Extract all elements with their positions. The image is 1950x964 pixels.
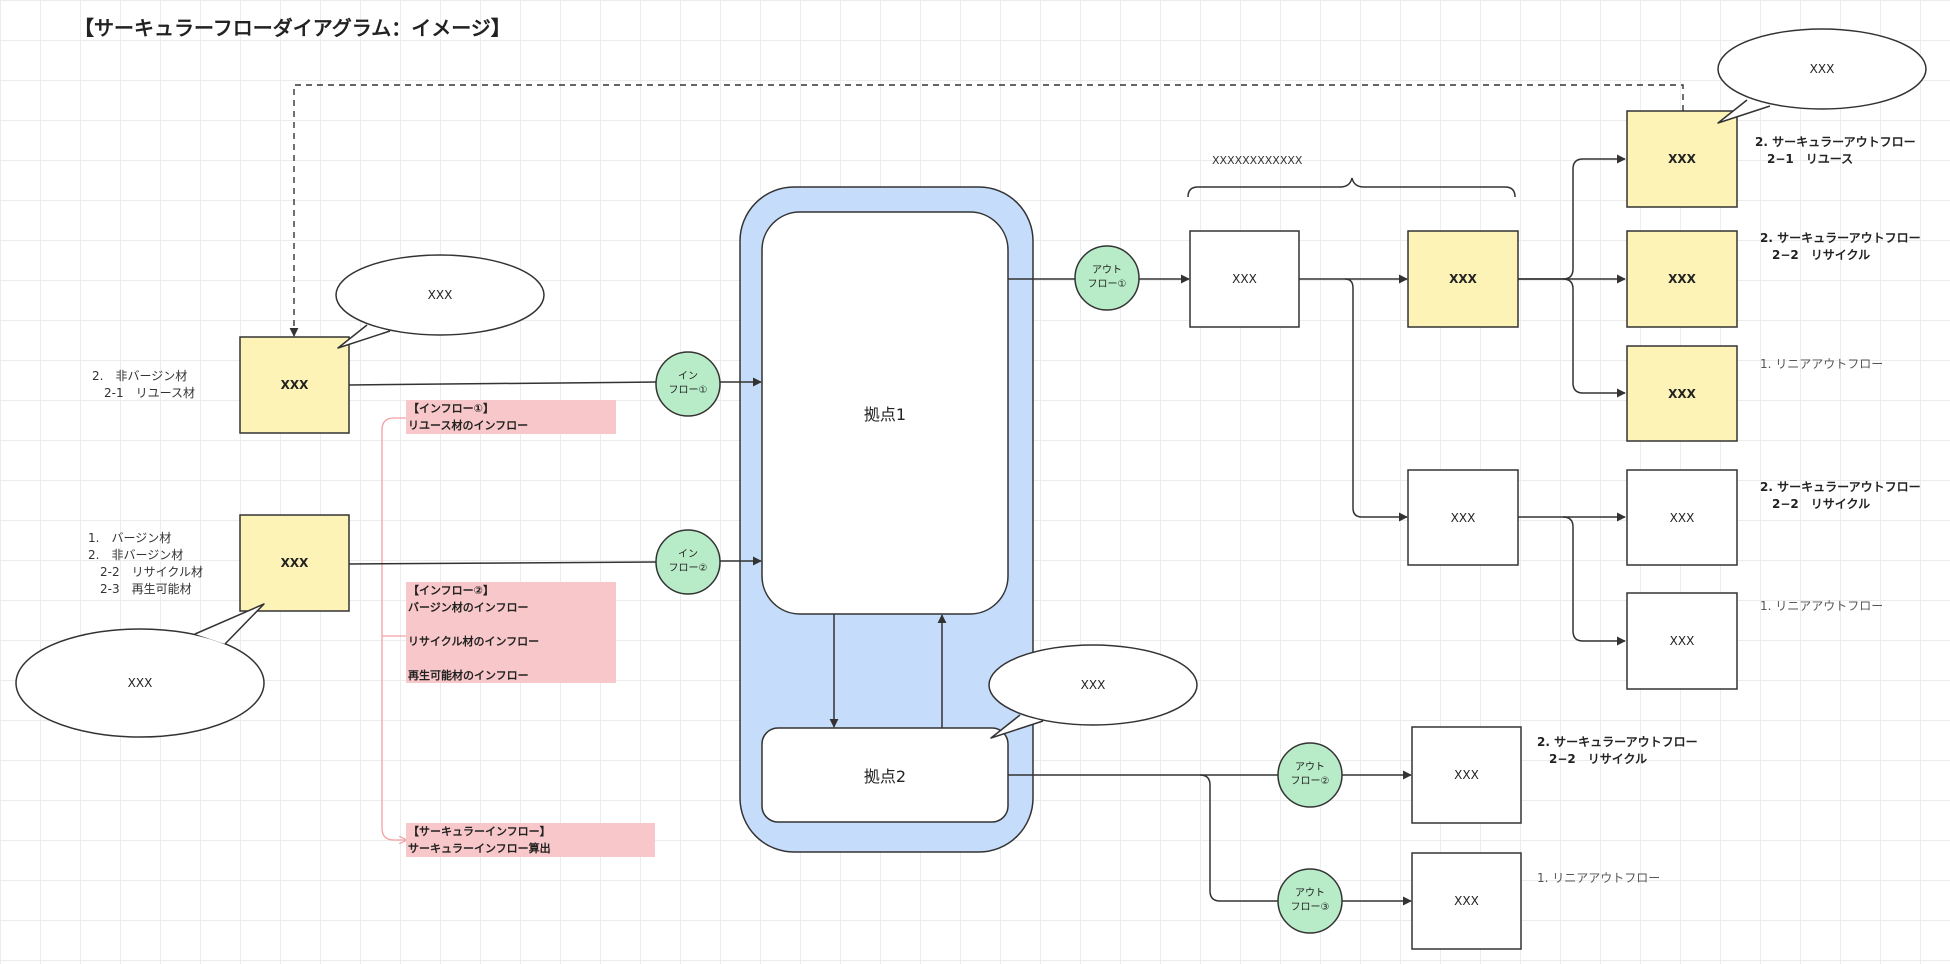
box-right-w2[interactable] (1626, 592, 1738, 690)
label-brace: XXXXXXXXXXXX (1212, 154, 1303, 167)
label-right-3: 1. リニアアウトフロー (1760, 357, 1884, 371)
box-right-y2[interactable] (1626, 230, 1738, 328)
box-yellow-in1[interactable] (239, 336, 350, 434)
hub1-box[interactable] (761, 211, 1009, 615)
line-yellow-to-right-y3[interactable] (1562, 278, 1626, 398)
box-right-y1[interactable] (1626, 110, 1738, 208)
circle-outflow3[interactable] (1277, 868, 1343, 934)
page-title: 【サーキュラーフローダイアグラム：イメージ】 (74, 16, 511, 40)
line-hub2-to-outflow3[interactable] (1199, 774, 1278, 902)
box-bottom1[interactable] (1411, 726, 1522, 824)
dashed-return-line[interactable] (289, 84, 1684, 337)
label-bottom-1: 2. サーキュラーアウトフロー 2−2 リサイクル (1537, 735, 1698, 766)
bubble-upper-left-tail (337, 324, 391, 349)
circle-inflow2[interactable] (655, 529, 721, 595)
circle-inflow1[interactable] (655, 351, 721, 417)
line-white-to-right-w2[interactable] (1562, 516, 1626, 646)
curly-brace (1187, 177, 1516, 198)
line-in2-to-inflow2[interactable] (348, 561, 657, 565)
box-mid-yellow[interactable] (1407, 230, 1519, 328)
bubble-upper-left-shape[interactable] (335, 254, 545, 336)
box-right-w1[interactable] (1626, 469, 1738, 566)
line-box-to-white[interactable] (1344, 278, 1408, 522)
box-mid-white[interactable] (1407, 469, 1519, 566)
bubble-top-right-tail (1717, 99, 1771, 124)
label-right-1: 2. サーキュラーアウトフロー 2−1 リユース (1755, 135, 1916, 166)
bubble-lower-left-shape[interactable] (15, 628, 265, 738)
box-right-y3[interactable] (1626, 345, 1738, 442)
label-right-4: 2. サーキュラーアウトフロー 2−2 リサイクル (1760, 480, 1921, 511)
pink-connector-line[interactable] (381, 417, 407, 840)
note-circular-inflow[interactable]: 【サーキュラーインフロー】 サーキュラーインフロー算出 (406, 823, 655, 857)
box-bottom2[interactable] (1411, 852, 1522, 950)
bubble-lower-left-tail (194, 603, 265, 645)
line-yellow-to-right-y1[interactable] (1518, 154, 1626, 280)
note-inflow2[interactable]: 【インフロー②】 バージン材のインフロー リサイクル材のインフロー 再生可能材の… (406, 582, 616, 683)
line-in1-to-inflow1[interactable] (348, 381, 657, 386)
hub2-box[interactable] (761, 727, 1009, 823)
bubble-center-shape[interactable] (988, 644, 1198, 726)
bubble-center-tail (990, 714, 1044, 739)
bubble-top-right-shape[interactable] (1717, 28, 1927, 110)
label-right-2: 2. サーキュラーアウトフロー 2−2 リサイクル (1760, 231, 1921, 262)
label-left-materials: 1. バージン材 2. 非バージン材 2-2 リサイクル材 2-3 再生可能材 (88, 531, 204, 596)
circle-outflow2[interactable] (1277, 742, 1343, 808)
circle-outflow1[interactable] (1074, 245, 1140, 311)
label-left-nonvirgin: 2. 非バージン材 2-1 リユース材 (92, 369, 196, 400)
label-right-5: 1. リニアアウトフロー (1760, 599, 1884, 613)
box-out1[interactable] (1189, 230, 1300, 328)
note-inflow1[interactable]: 【インフロー①】 リユース材のインフロー (406, 400, 616, 434)
box-yellow-in2[interactable] (239, 514, 350, 612)
label-bottom-2: 1. リニアアウトフロー (1537, 871, 1661, 885)
